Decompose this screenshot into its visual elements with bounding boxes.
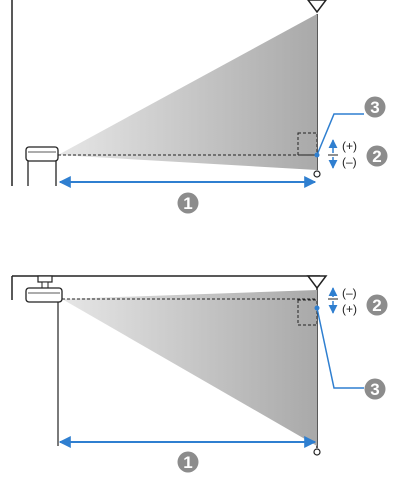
projector-icon <box>25 146 59 186</box>
screen-center-box <box>297 132 318 156</box>
callout-badge-1: 1 <box>177 451 199 473</box>
projection-beam <box>62 290 317 446</box>
svg-text:1: 1 <box>183 194 192 213</box>
projector-icon <box>25 287 63 303</box>
screen-hook-icon <box>306 275 328 290</box>
svg-text:2: 2 <box>372 296 381 315</box>
screen-center-dot <box>314 152 320 158</box>
offset-minus-label: (–) <box>342 286 357 300</box>
callout-3-leader <box>316 307 364 389</box>
screen-center-dot <box>314 305 320 311</box>
offset-minus-label: (–) <box>342 155 357 169</box>
offset-plus-label: (+) <box>342 139 357 153</box>
screen-hook-icon <box>307 0 327 14</box>
ceiling-mount-diagram: (–) (+) 1 2 3 <box>11 275 388 473</box>
offset-plus-label: (+) <box>342 302 357 316</box>
callout-badge-1: 1 <box>177 192 199 214</box>
screen-bottom-ring <box>313 448 321 456</box>
svg-text:1: 1 <box>183 453 192 472</box>
callout-3-leader <box>316 113 364 156</box>
svg-text:2: 2 <box>372 147 381 166</box>
callout-badge-3: 3 <box>364 378 386 400</box>
callout-badge-2: 2 <box>366 145 388 167</box>
callout-badge-3: 3 <box>364 96 386 118</box>
screen-bottom-ring <box>313 170 321 178</box>
ceiling-mount-icon <box>37 275 53 289</box>
screen-center-box <box>297 299 318 326</box>
svg-text:3: 3 <box>370 380 379 399</box>
projection-beam <box>58 14 317 170</box>
svg-text:3: 3 <box>370 98 379 117</box>
floor-mount-diagram: (+) (–) 1 2 3 <box>11 0 388 214</box>
callout-badge-2: 2 <box>366 294 388 316</box>
